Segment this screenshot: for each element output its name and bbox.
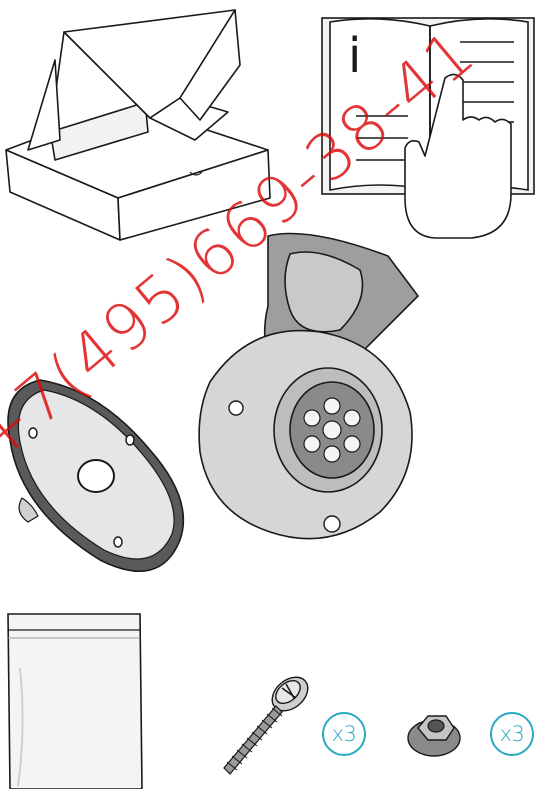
screw-quantity-badge: x3 bbox=[322, 712, 366, 756]
gasket-icon bbox=[0, 370, 200, 580]
info-letter: i bbox=[348, 28, 361, 84]
package-box-icon bbox=[0, 0, 280, 250]
screw-icon bbox=[212, 672, 312, 782]
nut-quantity-badge: x3 bbox=[490, 712, 534, 756]
read-manual-icon: i bbox=[310, 0, 540, 245]
nut-icon bbox=[404, 702, 474, 762]
trailer-socket-icon bbox=[190, 222, 420, 582]
plastic-bag-icon bbox=[0, 608, 150, 789]
